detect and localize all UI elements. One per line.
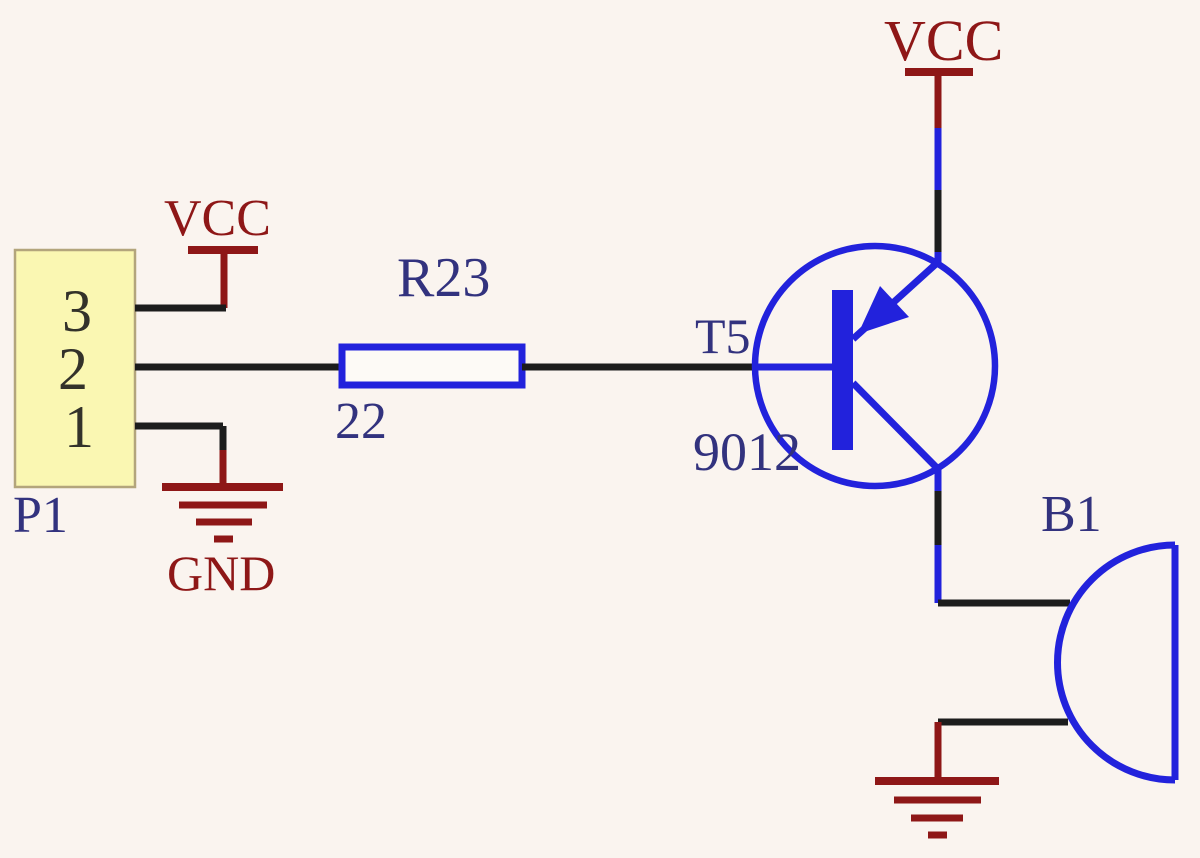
- connector-pin-2-number: 2: [58, 336, 88, 402]
- transistor-collector-line: [850, 380, 940, 471]
- buzzer-designator: B1: [1041, 486, 1102, 543]
- connector-designator: P1: [13, 487, 68, 544]
- transistor-part-number: 9012: [693, 422, 801, 482]
- transistor-base-bar: [832, 290, 853, 450]
- transistor-emitter-arrow-icon: [858, 286, 909, 334]
- transistor-circle: [751, 242, 999, 490]
- gnd-left-label: GND: [167, 545, 276, 601]
- buzzer-arc: [1054, 541, 1176, 784]
- vcc-left-label: VCC: [164, 190, 271, 247]
- vcc-right-label: VCC: [884, 8, 1004, 73]
- transistor-designator: T5: [695, 308, 751, 364]
- connector-pin-3-number: 3: [62, 278, 92, 344]
- connector-p1-body: [13, 248, 137, 489]
- connector-pin-1-number: 1: [64, 394, 94, 460]
- resistor-designator: R23: [397, 247, 491, 309]
- resistor-body: [338, 343, 526, 389]
- pin1-wire: [135, 422, 227, 452]
- resistor-value: 22: [335, 393, 387, 450]
